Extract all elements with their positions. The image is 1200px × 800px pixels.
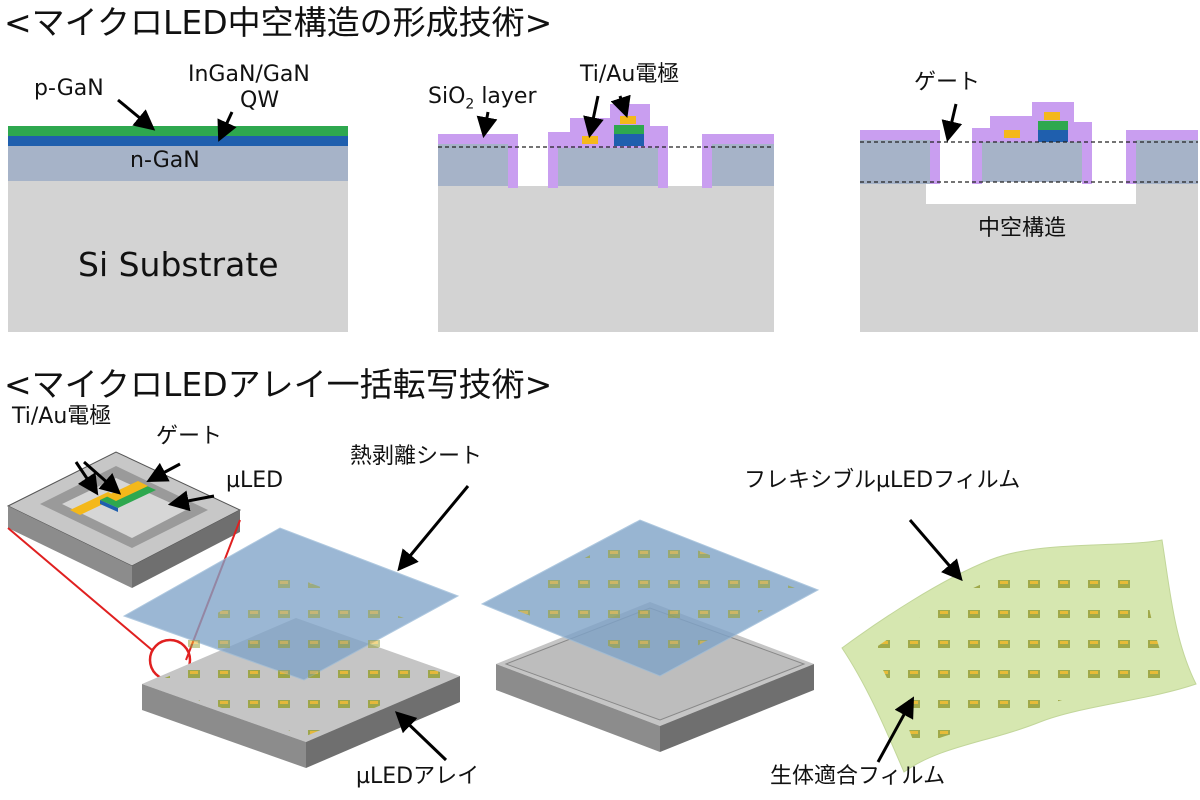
label-p-gan: p-GaN <box>34 76 104 101</box>
release-sheet-chips <box>170 574 420 690</box>
arrow-p-gan <box>117 98 156 131</box>
release-sheet-chips <box>500 528 800 666</box>
n-gan-block <box>1136 140 1198 184</box>
n-gan-block <box>860 140 930 184</box>
label-hollow-structure: 中空構造 <box>978 216 1067 241</box>
label-gate: ゲート <box>914 70 981 95</box>
flexible-film <box>841 519 1197 773</box>
array-left-face <box>142 684 306 768</box>
cross-section-1 <box>8 98 348 332</box>
p-gan-mesa <box>614 125 644 134</box>
ti-au-electrode <box>1044 112 1060 120</box>
arrow-inset-electrode-2 <box>83 460 122 495</box>
inset-left-face <box>8 506 132 588</box>
label-n-gan: n-GaN <box>130 148 200 173</box>
p-gan-mesa <box>1038 121 1068 130</box>
p-gan-layer <box>8 126 348 136</box>
arrow-flexible-film <box>908 519 963 582</box>
cross-section-2 <box>438 94 774 332</box>
arrow-inset-electrode <box>74 461 99 496</box>
label-inset-gate: ゲート <box>156 424 223 449</box>
mqw-layer <box>8 136 348 146</box>
sio2-layer <box>1126 130 1198 184</box>
sio2-layer <box>702 134 774 188</box>
n-gan-layer <box>8 145 348 181</box>
label-flexible-film: フレキシブルµLEDフィルム <box>744 468 1021 493</box>
label-si-substrate: Si Substrate <box>78 245 279 284</box>
arrow-electrode-2 <box>610 94 631 118</box>
label-biocompatible-film: 生体適合フィルム <box>770 764 946 789</box>
arrow-biocompatible-film <box>876 696 915 763</box>
hollow-cavity <box>926 182 1136 204</box>
sio2-suffix: layer <box>474 84 537 109</box>
cross-section-3 <box>860 102 1198 332</box>
si-substrate <box>8 180 348 332</box>
film-chips <box>872 560 1170 748</box>
arrow-inset-gate <box>146 462 181 482</box>
n-gan-block <box>438 144 508 186</box>
n-gan-block <box>712 144 774 186</box>
mqw-mesa <box>1038 130 1068 142</box>
arrow-inset-uled <box>167 490 215 512</box>
label-sio2-layer: SiO2 layer <box>428 84 537 113</box>
zoom-line <box>7 527 153 651</box>
mqw-mesa <box>614 134 644 146</box>
n-gan-block <box>558 148 658 186</box>
label-inset-uled: µLED <box>226 468 284 493</box>
arrow-release-sheet <box>397 485 470 572</box>
arrow-sio2 <box>476 111 498 139</box>
array-left-face <box>496 664 660 752</box>
arrow-uled-array <box>394 711 448 762</box>
inset-chip <box>6 451 242 682</box>
inset-led-blue <box>100 500 118 512</box>
arrow-qw <box>217 111 237 142</box>
label-ingan-gan: InGaN/GaN <box>188 62 310 87</box>
n-gan-block <box>982 142 1082 182</box>
si-substrate <box>860 184 1198 332</box>
label-inset-electrode: Ti/Au電極 <box>12 404 112 429</box>
arrow-electrode-1 <box>583 95 604 139</box>
ti-au-electrode <box>582 136 598 144</box>
sio2-subscript: 2 <box>465 96 475 113</box>
label-qw: QW <box>240 88 280 113</box>
arrow-gate <box>941 103 963 143</box>
heading-batch-transfer: <マイクロLEDアレイ一括転写技術> <box>4 365 553 404</box>
uled-array-1 <box>122 485 470 768</box>
uled-array-2 <box>480 519 820 752</box>
sio2-layer <box>438 134 518 188</box>
sio2-layer <box>860 130 940 184</box>
inset-led-yellow <box>106 481 148 501</box>
ti-au-electrode <box>1004 130 1020 138</box>
label-uled-array: µLEDアレイ <box>356 764 480 789</box>
ti-au-electrode <box>620 116 636 124</box>
array-right-face <box>306 676 460 768</box>
label-electrode: Ti/Au電極 <box>580 62 680 87</box>
label-release-sheet: 熱剥離シート <box>350 444 483 469</box>
sio2-prefix: SiO <box>428 84 466 109</box>
array-right-face <box>660 664 814 752</box>
heading-hollow-structure: <マイクロLED中空構造の形成技術> <box>4 3 553 42</box>
inset-right-face <box>132 510 240 588</box>
si-substrate <box>438 186 774 332</box>
